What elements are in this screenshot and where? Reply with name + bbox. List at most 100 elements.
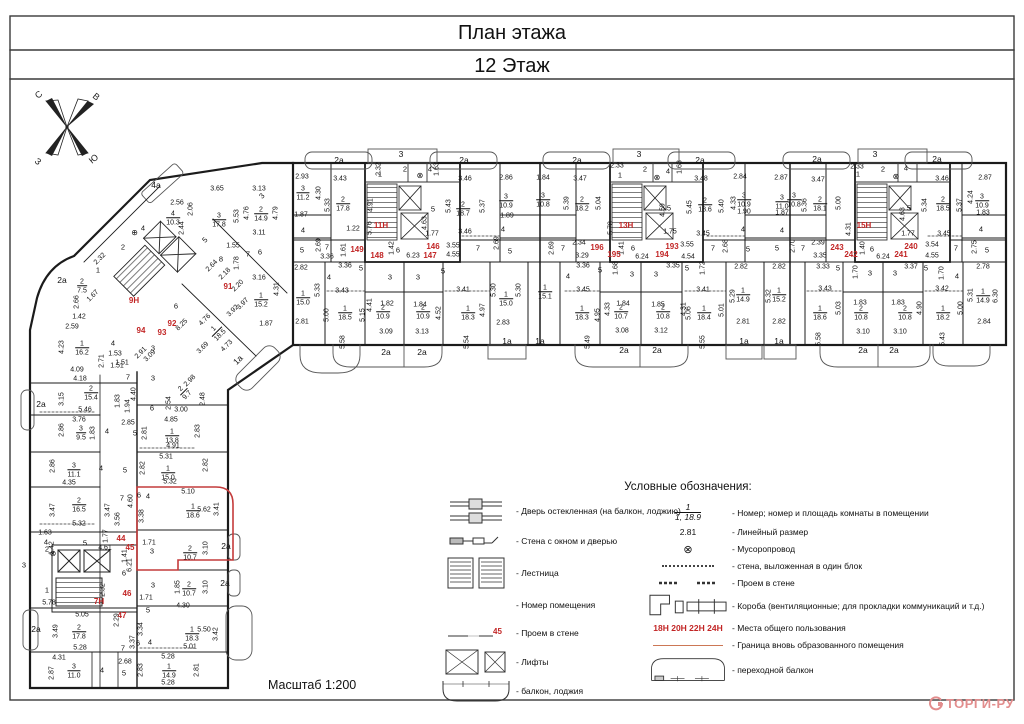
dimension-label: 2.78 xyxy=(976,263,990,271)
room-number-label: 2 xyxy=(642,164,648,174)
room-number-label: 6 xyxy=(173,301,179,311)
watermark: ТОРГИ-РУ xyxy=(928,695,1014,711)
room-number-label: 7 xyxy=(125,372,131,382)
dimension-label: 1.77 xyxy=(901,230,915,238)
dimension-label: 3.65 xyxy=(210,185,224,193)
room-number-label: 5 xyxy=(507,246,513,256)
dimension-label: 5.36 xyxy=(801,198,809,212)
room-number-label: 1 xyxy=(855,169,861,179)
compass-south: Ю xyxy=(87,152,100,166)
compass-west: З xyxy=(33,156,44,167)
dimension-label: 1.83 xyxy=(976,209,990,217)
room-number-label: 5 xyxy=(774,243,780,253)
dimension-label: 6.24 xyxy=(876,253,890,261)
dimension-label: 5.33 xyxy=(314,283,322,297)
room-number-label: 5 xyxy=(906,203,912,213)
dimension-label: 2.82 xyxy=(294,264,308,272)
legend-item: - переходной балкон xyxy=(648,655,1018,685)
room-number-label: 5 xyxy=(132,428,138,438)
red-room-number: 45 xyxy=(125,543,135,552)
dimension-label: 5.37 xyxy=(479,199,487,213)
dimension-label: 4.55 xyxy=(925,252,939,260)
red-room-number: 94 xyxy=(136,326,146,335)
dimension-label: 2.86 xyxy=(58,423,66,437)
balcony-label: 2а xyxy=(57,274,67,285)
dimension-label: 2.06 xyxy=(187,202,195,216)
dimension-label: 2.68 xyxy=(722,239,730,253)
dimension-label: 1.87 xyxy=(775,209,789,217)
dimension-label: 5.46 xyxy=(78,406,92,414)
dimension-label: 2.93 xyxy=(295,173,309,181)
page-title: План этажа xyxy=(457,22,567,44)
balcony-label: 2а xyxy=(889,344,899,355)
room-number-label: 3 xyxy=(150,343,156,353)
balcony-label: 2а xyxy=(695,154,705,165)
stairs-symbol xyxy=(55,577,103,607)
dimension-label: 3.13 xyxy=(252,185,266,193)
room-number-label: 3 xyxy=(629,269,635,279)
dimension-label: 1.83 xyxy=(853,299,867,307)
dimension-label: 3.42 xyxy=(212,627,220,641)
dimension-label: 2.86 xyxy=(499,174,513,182)
legend-item-label: - Места общего пользования xyxy=(732,623,846,634)
legend-left-column: - Дверь остекленная (на балкон, лоджию)-… xyxy=(440,497,690,707)
dimension-label: 2.82 xyxy=(734,263,748,271)
red-room-number: 195 xyxy=(607,250,621,259)
dimension-label: 6.24 xyxy=(635,253,649,261)
dimension-label: 3.47 xyxy=(49,503,57,517)
balcony-label: 3 xyxy=(636,148,642,159)
dimension-label: 3.76 xyxy=(72,416,86,424)
legend-item-label: - переходной балкон xyxy=(732,664,814,675)
red-room-number: 9Н xyxy=(128,296,140,305)
dimension-label: 5.37 xyxy=(956,198,964,212)
wall-window-door-icon xyxy=(440,535,512,547)
dimension-label: 3.35 xyxy=(666,262,680,270)
room-number-label: 4 xyxy=(978,224,984,234)
dimension-label: 5.49 xyxy=(584,335,592,349)
room-number-label: 2 xyxy=(44,544,50,554)
dimension-label: 2.81 xyxy=(736,318,750,326)
dimension-label: 1.22 xyxy=(346,225,360,233)
room-number-label: 6 xyxy=(869,244,875,254)
room-number-label: 3 xyxy=(387,272,393,282)
chute-symbol: ⊗ xyxy=(49,549,57,558)
dimension-label: 1.42 xyxy=(72,313,86,321)
dimension-label: 5.30 xyxy=(515,283,523,297)
dimension-label: 1.71 xyxy=(142,539,156,547)
torgi-logo-icon xyxy=(929,696,944,711)
dimension-label: 1.83 xyxy=(114,394,122,408)
stairs-symbol xyxy=(856,183,888,241)
red-room-number: 242 xyxy=(844,250,858,259)
room-number-label: 4 xyxy=(500,224,506,234)
red-room-number: 194 xyxy=(655,250,669,259)
red-room-number: 15Н xyxy=(856,221,872,230)
dimension-label: 3.47 xyxy=(104,503,112,517)
dimension-label: 3.46 xyxy=(935,175,949,183)
stairs-icon xyxy=(440,557,512,589)
dimension-label: 3.45 xyxy=(696,230,710,238)
room-number-label: 7 xyxy=(324,242,330,252)
room-number-label: 5 xyxy=(122,465,128,475)
dimension-label: 2.83 xyxy=(137,663,145,677)
dimension-label: 2.81 xyxy=(295,318,309,326)
legend-item-label: - Проем в стене xyxy=(732,578,795,589)
balcony-label: 2а xyxy=(381,346,391,357)
dimension-label: 2.81 xyxy=(141,426,149,440)
dimension-label: 3.48 xyxy=(694,175,708,183)
dimension-label: 5.30 xyxy=(490,283,498,297)
dimension-label: 3.09 xyxy=(379,328,393,336)
room-number-label: 4 xyxy=(145,491,151,501)
dimension-label: 2.69 xyxy=(493,236,501,250)
lifts-icon xyxy=(440,649,512,675)
dimension-label: 2.44 xyxy=(178,221,186,235)
common-areas-icon: 18Н 20Н 22Н 24Н xyxy=(653,623,723,634)
